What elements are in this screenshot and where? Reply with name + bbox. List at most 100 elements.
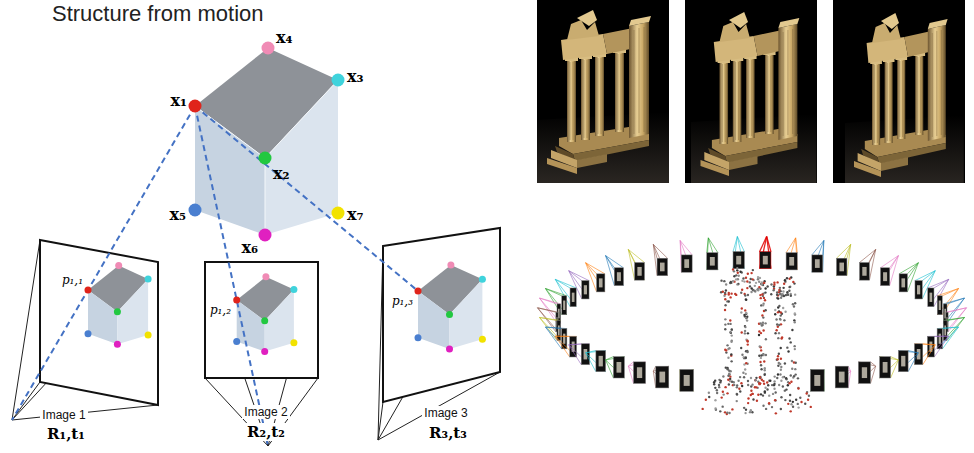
cloud-point [731, 329, 733, 331]
cloud-point [762, 316, 764, 318]
cloud-point [750, 291, 752, 293]
cloud-point [729, 323, 731, 325]
cloud-point [794, 321, 796, 323]
cloud-point [789, 410, 791, 412]
image-thumbnail [858, 362, 870, 384]
cloud-point [777, 297, 779, 299]
cloud-point [730, 341, 732, 343]
image-thumbnail [835, 366, 848, 388]
cloud-point [722, 291, 724, 293]
camera-frustum [117, 279, 148, 344]
cloud-point [722, 393, 724, 395]
image-thumbnail [657, 258, 667, 275]
cloud-point [797, 387, 799, 389]
point-cloud [701, 267, 811, 415]
camera-thumbnail [810, 369, 824, 391]
image-thumbnail [786, 253, 797, 270]
thumbnail-content [814, 375, 820, 386]
point-marker [262, 42, 275, 55]
cloud-point [750, 394, 752, 396]
cloud-point [780, 396, 782, 398]
cloud-point [714, 387, 716, 389]
camera-thumbnail [898, 351, 918, 372]
point-marker [114, 341, 121, 348]
camera-frustum [378, 228, 500, 440]
point-label: x₆ [241, 238, 258, 257]
camera-frustum [205, 262, 318, 446]
cloud-point [722, 390, 724, 392]
cloud-point [808, 395, 810, 397]
cloud-point [793, 345, 795, 347]
cloud-point [724, 318, 726, 320]
cloud-point [745, 339, 747, 341]
cloud-point [744, 332, 746, 334]
cloud-point [778, 353, 780, 355]
cloud-point [747, 273, 749, 275]
cloud-point [767, 384, 769, 386]
frustum-line [606, 360, 614, 378]
cloud-point [714, 399, 716, 401]
frustum-line [569, 345, 582, 365]
frustum-line [899, 263, 918, 274]
cloud-point [761, 314, 763, 316]
cloud-point [728, 373, 730, 375]
cloud-point [766, 381, 768, 383]
cloud-point [790, 403, 792, 405]
cloud-point [745, 312, 747, 314]
image-thumbnail [681, 255, 692, 272]
cloud-point [759, 376, 761, 378]
cloud-point [736, 267, 738, 269]
thumbnail-content [563, 301, 565, 310]
cloud-point [807, 399, 809, 401]
cloud-point [724, 411, 726, 413]
cloud-point [757, 289, 759, 291]
cloud-point [794, 313, 796, 315]
cloud-point [745, 277, 747, 279]
cloud-point [790, 341, 792, 343]
cloud-point [795, 399, 797, 401]
cloud-point [772, 289, 774, 291]
cloud-point [729, 375, 731, 377]
cloud-point [728, 300, 730, 302]
cloud-point [708, 392, 710, 394]
cloud-point [723, 280, 725, 282]
camera-ring [539, 237, 964, 324]
cloud-point [782, 307, 784, 309]
cloud-point [759, 345, 761, 347]
image-thumbnail [937, 296, 942, 315]
point-marker [145, 276, 152, 283]
frustum-line [680, 240, 692, 254]
point-marker [290, 286, 297, 293]
cloud-point [782, 376, 784, 378]
camera-frustum [205, 262, 318, 446]
cloud-point [741, 354, 743, 356]
cloud-point [768, 402, 770, 404]
camera-frustum [12, 240, 158, 420]
photo [537, 0, 669, 183]
cloud-point [754, 290, 756, 292]
camera-thumbnail [539, 317, 560, 340]
cloud-point [792, 281, 794, 283]
thumbnail-content [839, 372, 845, 383]
cloud-point [797, 377, 799, 379]
frustum-line [539, 317, 560, 320]
camera-frustum [383, 228, 500, 402]
cloud-point [739, 271, 741, 273]
point-marker [85, 42, 486, 356]
thumbnail-content [917, 285, 920, 294]
cloud-point [744, 330, 746, 332]
point-marker [479, 336, 486, 343]
cloud-point [778, 332, 780, 334]
cloud-point [784, 311, 786, 313]
cloud-point [754, 285, 756, 287]
camera-thumbnail [835, 366, 850, 388]
camera-thumbnail [586, 351, 606, 372]
cloud-point [749, 411, 751, 413]
frustum-line [606, 256, 615, 286]
cloud-point [764, 309, 766, 311]
cloud-point [731, 408, 733, 410]
image-thumbnail [562, 329, 567, 349]
cloud-point [736, 393, 738, 395]
thumbnail-content [684, 259, 689, 268]
